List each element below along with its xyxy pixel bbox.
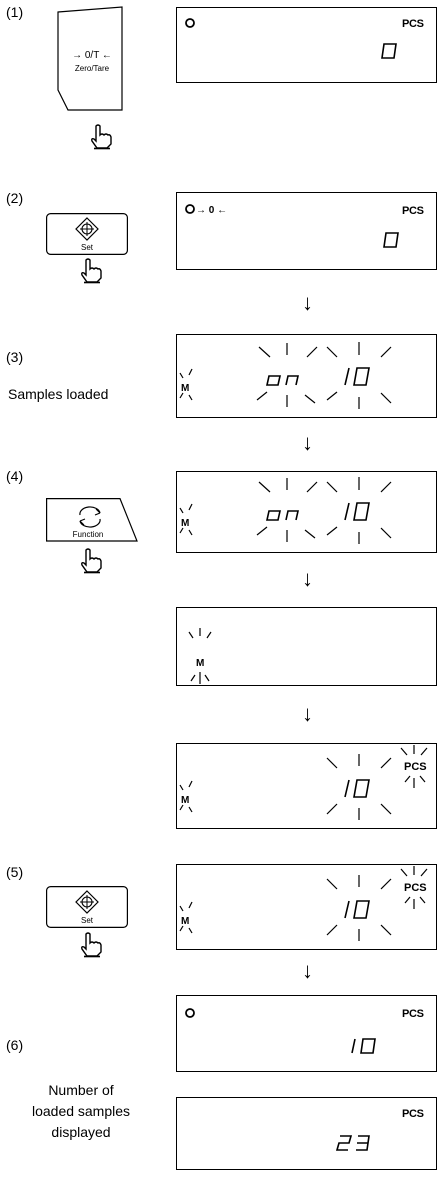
set-key-shape — [46, 886, 129, 928]
blinking-readout: M — [179, 477, 392, 544]
step-2-label: (2) — [6, 190, 24, 206]
stable-mark-icon — [185, 18, 195, 28]
digit-readout — [381, 43, 397, 59]
mode-indicator: M — [181, 383, 189, 394]
zero-tare-label: Zero/Tare — [74, 64, 110, 73]
blinking-readout: M — [188, 628, 212, 684]
unit-label: PCS — [402, 18, 424, 30]
function-key[interactable]: Function — [46, 498, 138, 547]
step-6-description: Number of loaded samples displayed — [31, 1082, 131, 1140]
balance-display-6: M PCS — [176, 743, 437, 829]
balance-display-4: M — [176, 471, 437, 553]
set-key-label: Set — [80, 243, 93, 252]
set-key-shape — [46, 213, 129, 255]
blinking-readout: M — [179, 342, 392, 409]
function-key-label: Function — [72, 530, 104, 539]
blinking-readout: M PCS — [179, 866, 428, 941]
digit-readout — [335, 1135, 370, 1151]
hand-pointer-icon — [81, 258, 102, 284]
step-5-label: (5) — [6, 864, 24, 880]
balance-display-9: PCS — [176, 1097, 437, 1170]
zero-tare-key-shape — [57, 6, 123, 111]
set-key[interactable]: Set — [46, 213, 129, 260]
balance-display-1: PCS — [176, 7, 437, 83]
blinking-readout: M PCS — [179, 745, 428, 820]
down-arrow: ↓ — [302, 290, 313, 315]
down-arrow: ↓ — [302, 701, 313, 726]
balance-display-5: M — [176, 607, 437, 686]
balance-display-3: M — [176, 334, 437, 418]
digit-readout — [351, 1038, 376, 1054]
step-3-description: Samples loaded — [8, 386, 109, 402]
unit-label: PCS — [404, 761, 427, 773]
hand-pointer-icon — [91, 124, 112, 150]
mode-indicator: M — [196, 658, 204, 669]
function-key-shape — [46, 498, 138, 542]
step-4-label: (4) — [6, 468, 24, 484]
mode-indicator: M — [181, 795, 189, 806]
hand-pointer-icon — [81, 932, 102, 958]
stable-mark-icon — [185, 1008, 195, 1018]
zero-tare-key[interactable]: → 0/T ← Zero/Tare — [56, 6, 126, 119]
down-arrow: ↓ — [302, 566, 313, 591]
svg-text:→ 0 ←: → 0 ← — [196, 205, 227, 216]
step-1-label: (1) — [6, 4, 24, 20]
step-3-label: (3) — [6, 349, 24, 365]
unit-label: PCS — [402, 205, 424, 217]
down-arrow: ↓ — [302, 430, 313, 455]
mode-indicator: M — [181, 916, 189, 927]
hand-pointer-icon — [81, 548, 102, 574]
digit-readout — [383, 232, 399, 248]
unit-label: PCS — [402, 1108, 424, 1120]
step-6-label: (6) — [6, 1037, 24, 1053]
down-arrow: ↓ — [302, 958, 313, 983]
balance-display-7: M PCS — [176, 864, 437, 950]
set-key-label: Set — [80, 916, 93, 925]
zero-mark-icon: → 0 ← — [185, 204, 227, 216]
balance-display-2: → 0 ← PCS — [176, 192, 437, 270]
unit-label: PCS — [404, 882, 427, 894]
balance-display-8: PCS — [176, 995, 437, 1072]
set-key[interactable]: Set — [46, 886, 129, 933]
zero-tare-symbol: → 0/T ← — [72, 50, 112, 61]
unit-label: PCS — [402, 1008, 424, 1020]
mode-indicator: M — [181, 518, 189, 529]
